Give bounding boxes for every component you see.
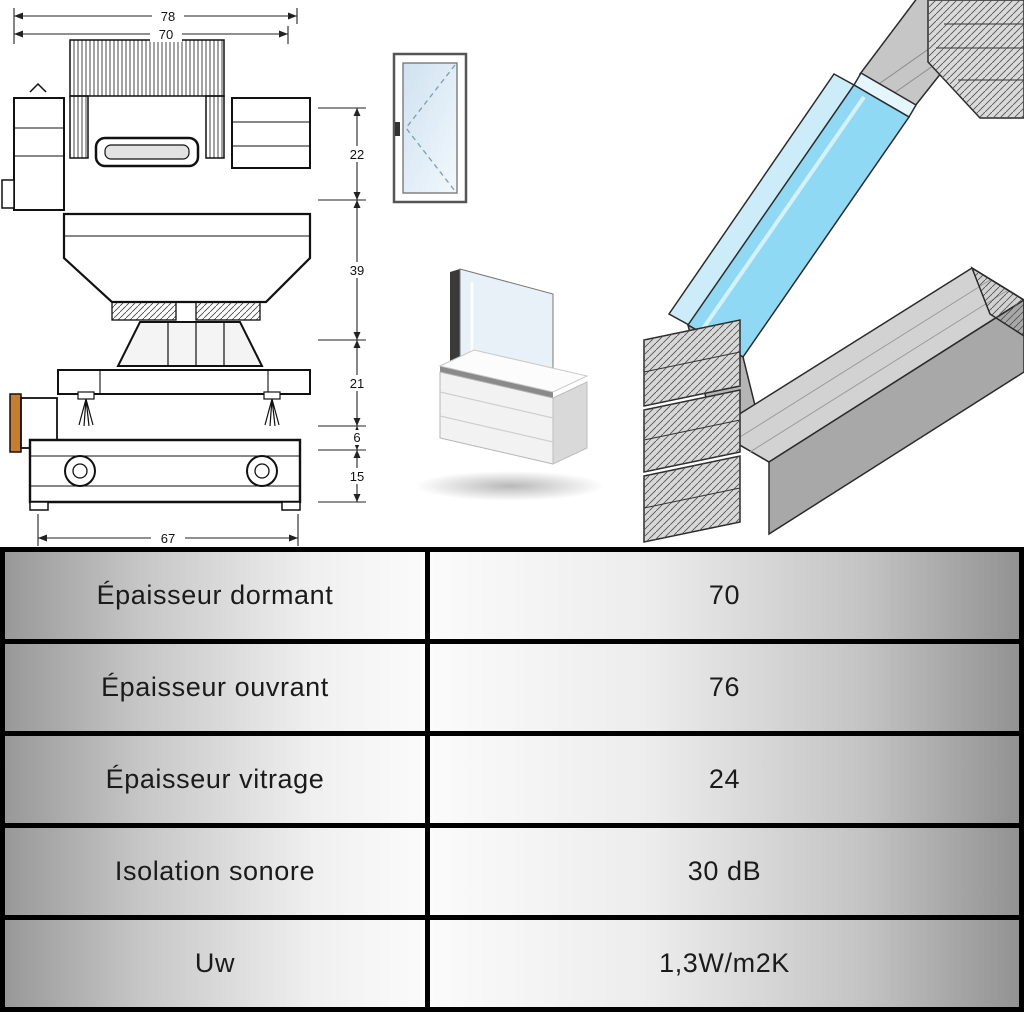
window-glass bbox=[402, 62, 458, 194]
dim-label-67: 67 bbox=[161, 531, 175, 546]
glass-pane-right bbox=[205, 95, 225, 159]
dimension-bottom: 67 bbox=[37, 514, 299, 546]
thermal-strip-orange bbox=[9, 393, 22, 453]
thermal-break-right bbox=[195, 301, 261, 321]
thermal-break-left bbox=[111, 301, 177, 321]
profile-isometric-3d-section bbox=[643, 0, 1024, 543]
beam-end-cut bbox=[970, 266, 1024, 337]
profile-top-face bbox=[438, 349, 589, 393]
glazing-hatch bbox=[69, 39, 225, 97]
lower-rail bbox=[57, 369, 311, 395]
drop-shadow bbox=[415, 471, 605, 501]
profile-right-face bbox=[552, 381, 588, 465]
brush-seal-right bbox=[263, 391, 281, 427]
bottom-beam-front-face bbox=[768, 299, 1024, 536]
screw-channel-right bbox=[246, 455, 278, 487]
glass-pane-left bbox=[69, 95, 89, 159]
dim-label-6: 6 bbox=[353, 430, 360, 445]
spec-value-isolation-sonore: 30 dB bbox=[430, 828, 1019, 915]
spec-label-epaisseur-ouvrant: Épaisseur ouvrant bbox=[5, 644, 425, 731]
sash-body bbox=[62, 212, 312, 304]
profile-groove-lines bbox=[439, 391, 554, 443]
aluminium-section-geometry bbox=[1, 39, 312, 511]
dim-label-21: 21 bbox=[350, 376, 364, 391]
spec-value-epaisseur-ouvrant: 76 bbox=[430, 644, 1019, 731]
glazing-gasket bbox=[440, 366, 553, 398]
spec-value-epaisseur-dormant: 70 bbox=[430, 552, 1019, 639]
dim-label-15: 15 bbox=[350, 469, 364, 484]
spec-value-epaisseur-vitrage: 24 bbox=[430, 736, 1019, 823]
spec-label-isolation-sonore: Isolation sonore bbox=[5, 828, 425, 915]
glass-edge bbox=[450, 269, 460, 369]
dim-label-78: 78 bbox=[161, 9, 175, 24]
spec-label-epaisseur-vitrage: Épaisseur vitrage bbox=[5, 736, 425, 823]
profile-cross-section-drawing: 78 70 bbox=[1, 8, 370, 546]
screw-channel-left bbox=[64, 455, 96, 487]
spec-label-epaisseur-dormant: Épaisseur dormant bbox=[5, 552, 425, 639]
dim-label-22: 22 bbox=[350, 147, 364, 162]
brush-seal-left bbox=[77, 391, 95, 427]
dim-label-39: 39 bbox=[350, 263, 364, 278]
window-handle bbox=[395, 122, 400, 136]
spec-label-uw: Uw bbox=[5, 920, 425, 1007]
window-elevation-symbol bbox=[392, 52, 468, 204]
frame-right-chamber bbox=[231, 97, 311, 169]
dimension-top-inner: 70 bbox=[14, 26, 289, 44]
profile-corner-3d-render bbox=[415, 268, 605, 501]
dim-label-70: 70 bbox=[159, 27, 173, 42]
dimension-right-chain: 22 39 21 6 15 bbox=[318, 107, 370, 503]
dimension-top-outer: 78 bbox=[13, 8, 298, 44]
spec-table: Épaisseur dormant 70 Épaisseur ouvrant 7… bbox=[0, 547, 1024, 1012]
spec-value-uw: 1,3W/m2K bbox=[430, 920, 1019, 1007]
polyamide-strut bbox=[116, 321, 264, 367]
jamb-cut-stack bbox=[643, 319, 741, 543]
frame-left-chamber bbox=[13, 97, 65, 211]
